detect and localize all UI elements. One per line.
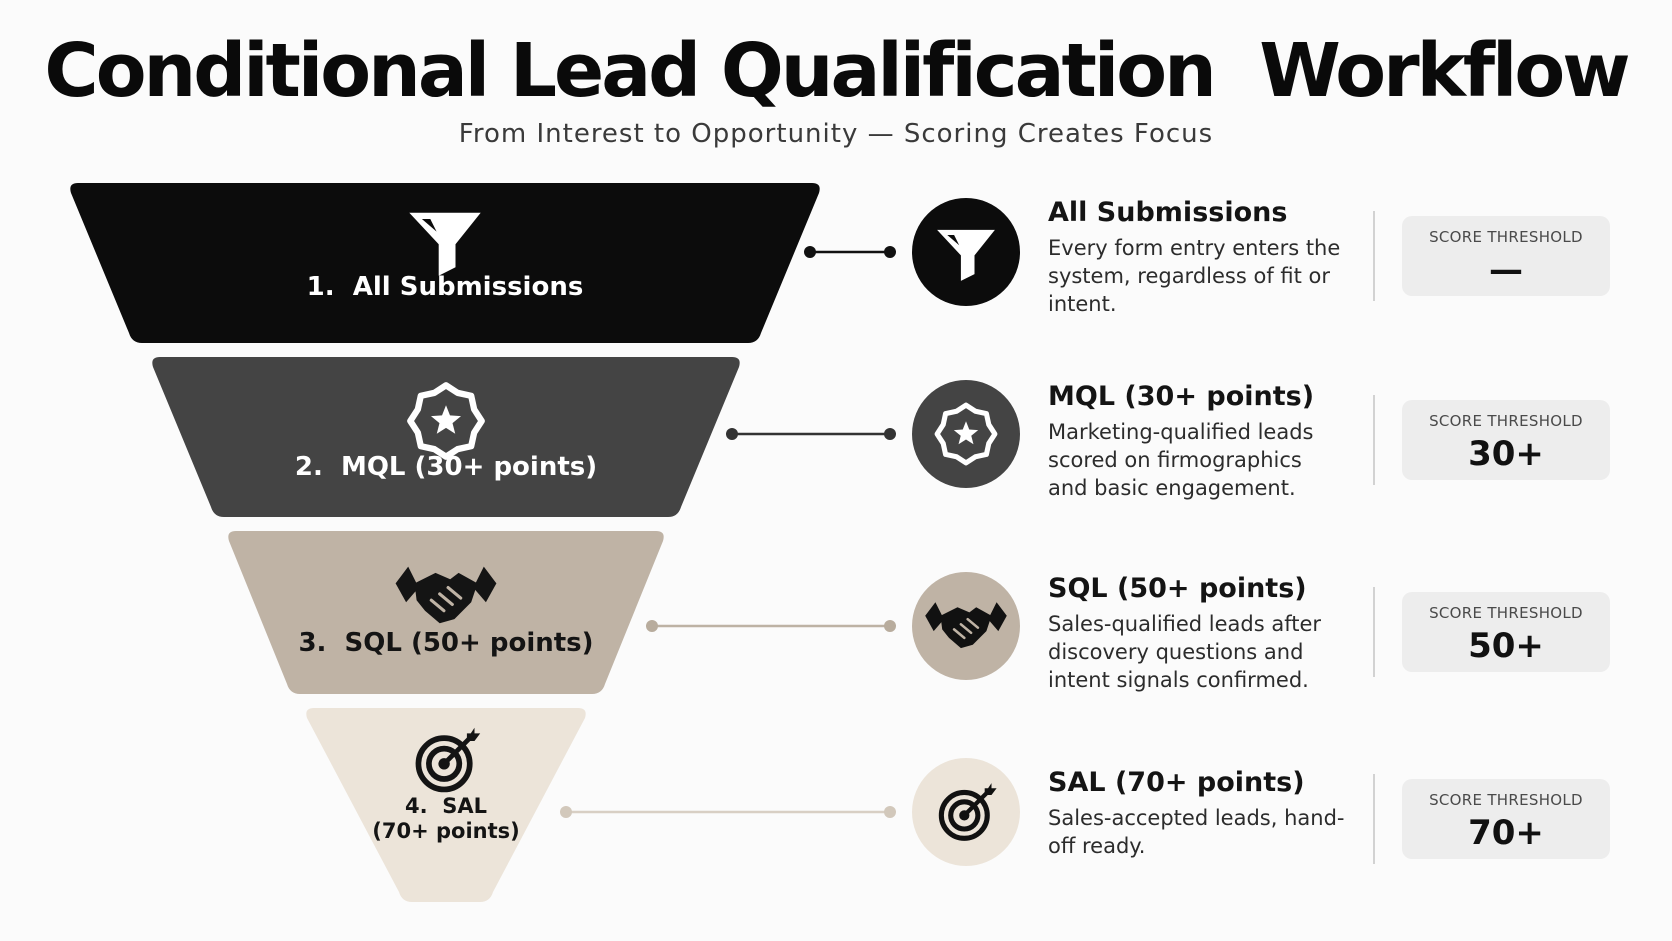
stage-4-threshold-label: SCORE THRESHOLD bbox=[1429, 791, 1583, 809]
stage-1-connector-start-dot bbox=[804, 246, 816, 258]
stage-1-connector-end-dot bbox=[884, 246, 896, 258]
stage-4-description-block: SAL (70+ points) Sales-accepted leads, ha… bbox=[1048, 767, 1348, 860]
funnel-icon bbox=[409, 212, 481, 276]
stage-1-funnel-label: 1. All Submissions bbox=[306, 272, 584, 302]
stage-1-threshold-box: SCORE THRESHOLD — bbox=[1402, 216, 1610, 296]
stage-2-connector-start-dot bbox=[726, 428, 738, 440]
stage-3-connector-start-dot bbox=[646, 620, 658, 632]
page-title: Conditional Lead Qualification Workflow bbox=[44, 28, 1630, 114]
stage-4-title: SAL (70+ points) bbox=[1048, 767, 1305, 798]
stage-4-funnel-label: 4. SAL (70+ points) bbox=[372, 794, 520, 844]
handshake-icon bbox=[925, 602, 1007, 649]
stage-2-connector-end-dot bbox=[884, 428, 896, 440]
stage-4-divider bbox=[1373, 774, 1375, 864]
stage-3-threshold-box: SCORE THRESHOLD 50+ bbox=[1402, 592, 1610, 672]
stage-3-threshold-label: SCORE THRESHOLD bbox=[1429, 604, 1583, 622]
stage-2-description-block: MQL (30+ points) Marketing-qualified lead… bbox=[1048, 381, 1348, 502]
funnel-icon bbox=[937, 229, 995, 281]
stage-2-threshold-box: SCORE THRESHOLD 30+ bbox=[1402, 400, 1610, 480]
stage-1-threshold-value: — bbox=[1489, 250, 1523, 290]
stage-2-funnel-label: 2. MQL (30+ points) bbox=[294, 452, 598, 482]
stage-2-threshold-label: SCORE THRESHOLD bbox=[1429, 412, 1583, 430]
badge-star-icon bbox=[934, 402, 998, 466]
stage-4-threshold-box: SCORE THRESHOLD 70+ bbox=[1402, 779, 1610, 859]
stage-3-title: SQL (50+ points) bbox=[1048, 573, 1307, 604]
stage-2-description: Marketing-qualified leads scored on firm… bbox=[1048, 420, 1314, 500]
stage-4-connector-end-dot bbox=[884, 806, 896, 818]
stage-3-connector-end-dot bbox=[884, 620, 896, 632]
stage-1-threshold-label: SCORE THRESHOLD bbox=[1429, 228, 1583, 246]
stage-2-divider bbox=[1373, 395, 1375, 485]
stage-3-description: Sales-qualified leads after discovery qu… bbox=[1048, 612, 1322, 692]
stage-3-description-block: SQL (50+ points) Sales-qualified leads af… bbox=[1048, 573, 1348, 694]
target-icon bbox=[938, 783, 997, 841]
stage-4-connector-start-dot bbox=[560, 806, 572, 818]
stage-3-divider bbox=[1373, 587, 1375, 677]
stage-4-funnel-segment bbox=[306, 708, 586, 902]
stage-4-threshold-value: 70+ bbox=[1468, 813, 1544, 853]
target-icon bbox=[415, 727, 481, 793]
page-subtitle: From Interest to Opportunity — Scoring C… bbox=[458, 119, 1214, 149]
handshake-icon bbox=[395, 566, 497, 624]
stage-1-description: Every form entry enters the system, rega… bbox=[1048, 236, 1341, 316]
badge-star-icon bbox=[407, 382, 485, 460]
stage-1-title: All Submissions bbox=[1048, 197, 1288, 228]
stage-3-funnel-label: 3. SQL (50+ points) bbox=[298, 628, 594, 658]
stage-2-funnel-segment bbox=[152, 357, 740, 517]
stage-3-threshold-value: 50+ bbox=[1468, 626, 1544, 666]
stage-2-title: MQL (30+ points) bbox=[1048, 381, 1315, 412]
stage-2-threshold-value: 30+ bbox=[1468, 434, 1544, 474]
stage-1-divider bbox=[1373, 211, 1375, 301]
stage-4-description: Sales-accepted leads, hand-off ready. bbox=[1048, 806, 1345, 858]
